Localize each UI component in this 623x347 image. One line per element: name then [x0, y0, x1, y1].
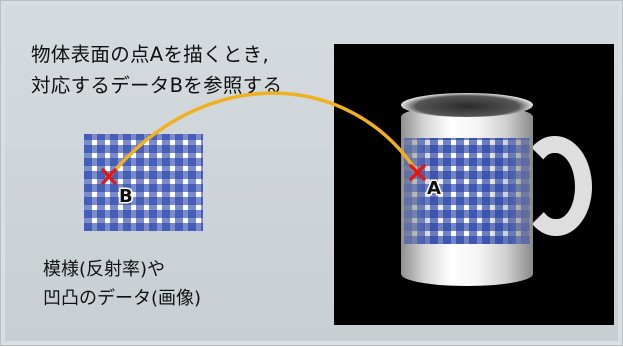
- diagram-caption: 物体表面の点Aを描くとき, 対応するデータBを参照する: [31, 39, 282, 101]
- mug-texture-pattern: [404, 138, 530, 244]
- mapping-curve: [107, 91, 419, 179]
- point-a-label: A: [427, 178, 441, 199]
- point-a-marker: [409, 164, 426, 181]
- texture-caption-line-2: 凹凸のデータ(画像): [43, 288, 202, 309]
- point-b-label: B: [119, 186, 133, 207]
- caption-line-2: 対応するデータBを参照する: [31, 74, 283, 97]
- point-b-marker: [101, 168, 117, 185]
- rendered-mug-view: [334, 44, 614, 325]
- texture-caption: 模様(反射率)や 凹凸のデータ(画像): [43, 255, 201, 313]
- mug-rim: [401, 93, 533, 117]
- texture-caption-line-1: 模様(反射率)や: [43, 259, 166, 280]
- caption-line-1: 物体表面の点Aを描くとき,: [31, 43, 269, 66]
